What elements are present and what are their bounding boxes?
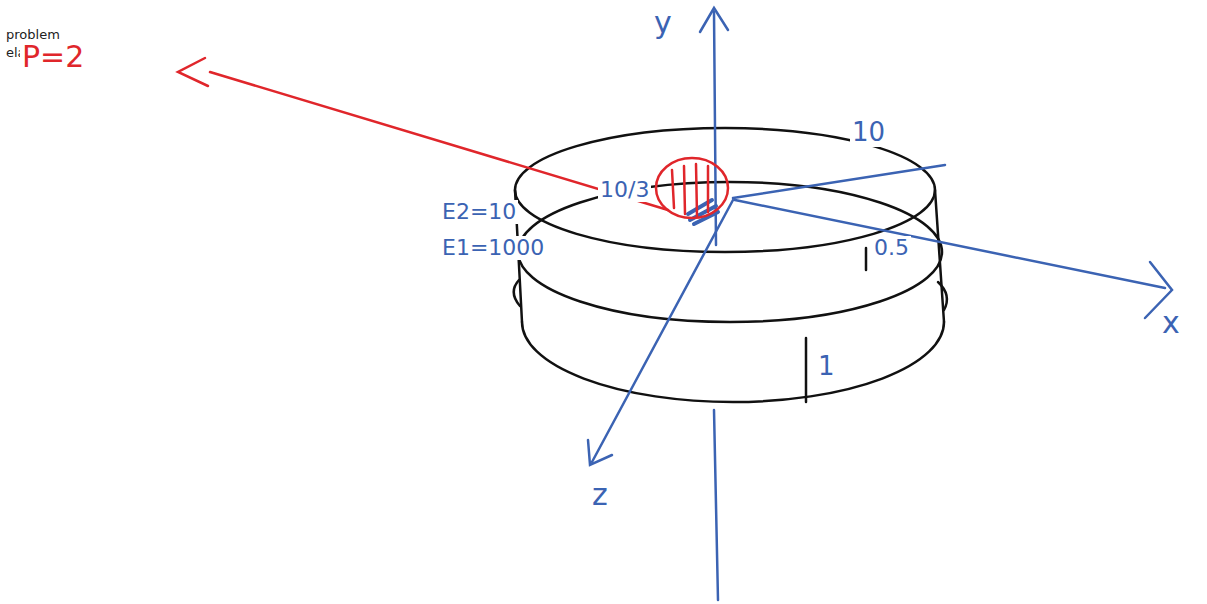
y-axis-lower bbox=[714, 410, 718, 600]
thickness-bar bbox=[805, 338, 808, 402]
dimension-label: 10/3 bbox=[598, 178, 651, 202]
axis-label: x bbox=[1160, 306, 1182, 339]
top-surface bbox=[515, 128, 935, 252]
material-label: E2=10 bbox=[440, 200, 518, 224]
dimension-label: 1 bbox=[816, 352, 837, 381]
thickness-bar bbox=[865, 248, 868, 270]
dimension-label: 10 bbox=[850, 118, 887, 147]
dimension-label: 0.5 bbox=[872, 236, 911, 260]
x-axis bbox=[735, 200, 1165, 288]
load-arrowhead bbox=[178, 58, 208, 86]
z-axis bbox=[592, 200, 733, 462]
radius-line bbox=[733, 165, 945, 198]
disk-side bbox=[935, 190, 944, 322]
load-label: P=2 bbox=[20, 40, 86, 73]
disk-side-bulge bbox=[938, 282, 947, 310]
load-arrow bbox=[210, 72, 668, 210]
disk-side-bulge bbox=[514, 280, 520, 306]
material-label: E1=1000 bbox=[440, 236, 546, 260]
axis-label: z bbox=[590, 478, 610, 511]
load-hatching bbox=[672, 164, 708, 216]
axis-label: y bbox=[652, 6, 674, 39]
y-axis-arrowhead bbox=[700, 8, 728, 32]
z-axis-arrowhead bbox=[588, 440, 612, 465]
disk-bottom-edge bbox=[522, 322, 944, 402]
